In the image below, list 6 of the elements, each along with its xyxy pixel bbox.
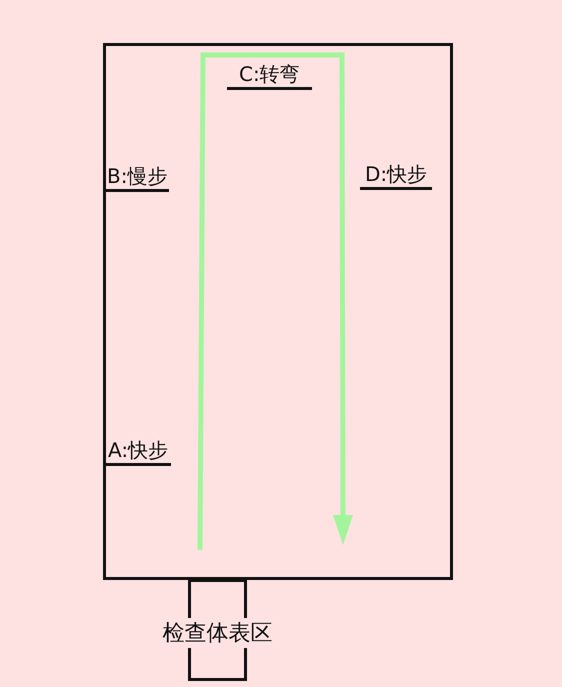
gait-label: B:慢步 (105, 164, 170, 192)
gait-label: C:转弯 (227, 62, 312, 90)
gait-label: D:快步 (360, 162, 432, 190)
gait-label: A:快步 (105, 438, 172, 466)
arena-outline (103, 43, 453, 580)
area-name: 检查体表区 (162, 618, 274, 648)
